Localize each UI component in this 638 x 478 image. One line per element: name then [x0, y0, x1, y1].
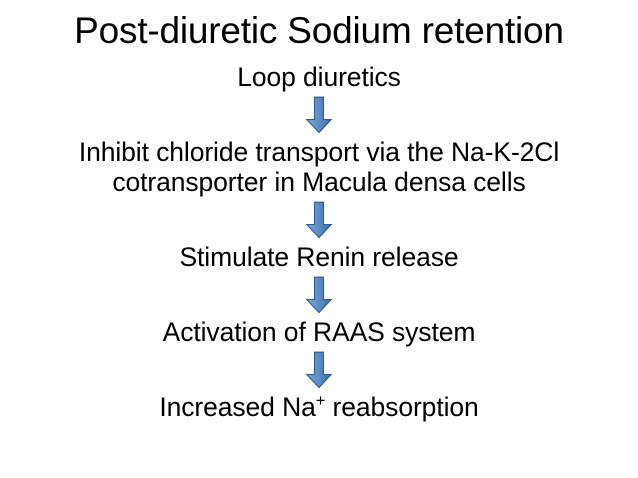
arrow-down-icon-1	[304, 96, 334, 134]
flowchart: Loop diuretics Inhibit chloride transpor…	[0, 62, 638, 422]
flow-step-stimulate-renin-release: Stimulate Renin release	[179, 242, 459, 272]
flow-step-activation-of-raas: Activation of RAAS system	[162, 317, 476, 347]
flow-step-loop-diuretics: Loop diuretics	[237, 62, 401, 92]
arrow-down-icon-4	[304, 351, 334, 389]
page-title: Post-diuretic Sodium retention	[74, 10, 564, 51]
superscript-plus: +	[315, 392, 326, 411]
flow-step-text-tail: reabsorption	[325, 392, 479, 422]
arrow-down-icon-3	[304, 276, 334, 314]
flow-step-increased-na-reabsorption: Increased Na+ reabsorption	[39, 392, 599, 422]
arrow-down-icon-2	[304, 201, 334, 239]
flow-step-inhibit-chloride-transport: Inhibit chloride transport via the Na-K-…	[78, 137, 560, 197]
flow-step-text-lead: Increased Na	[159, 392, 316, 422]
